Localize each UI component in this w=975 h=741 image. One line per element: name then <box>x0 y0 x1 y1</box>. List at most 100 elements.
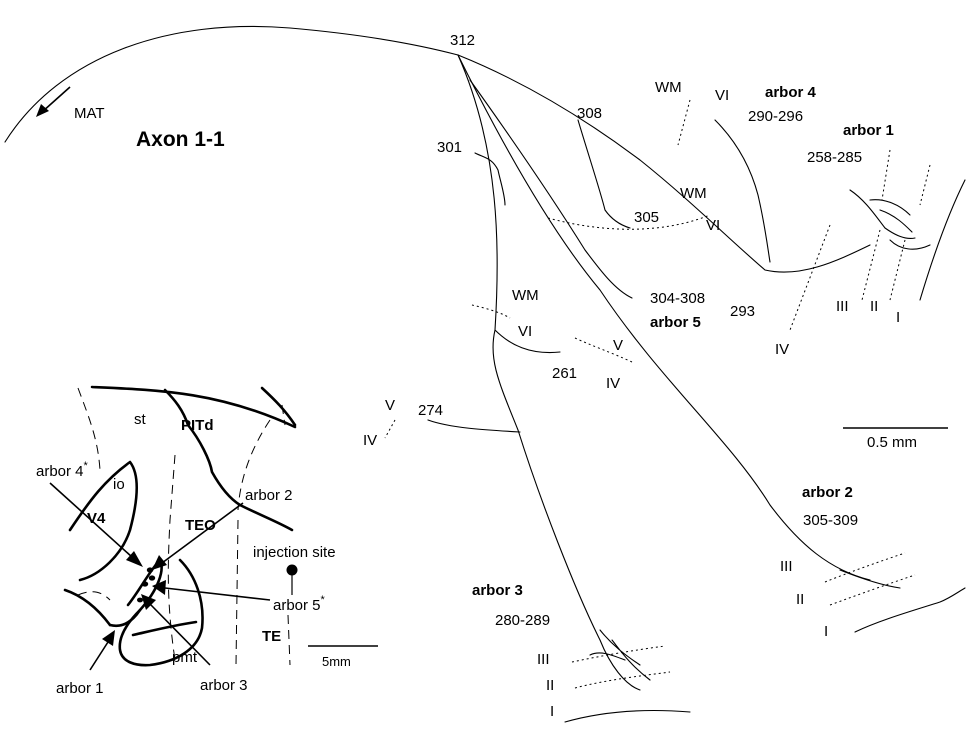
axon-branch-308 <box>577 119 631 229</box>
inset-boundary-v4-left <box>77 387 101 471</box>
axon-arbor3-tuft <box>589 629 651 681</box>
inset-sulcus-inferior-occipital <box>68 460 139 582</box>
boundary-wm-vi-mid <box>547 214 711 230</box>
arrow-arbor4-head <box>126 551 143 567</box>
inset-region-io: io <box>113 476 125 493</box>
mat-arrow-icon <box>36 104 49 117</box>
section-261: 261 <box>552 365 577 382</box>
layer-wm-arbor4: WM <box>655 79 682 96</box>
arrow-arbor1-head <box>102 630 115 646</box>
layer-iv-arbor1: IV <box>775 341 789 358</box>
section-293: 293 <box>730 303 755 320</box>
layer-iv-left: IV <box>606 375 620 392</box>
inset-region-pitd: PITd <box>181 417 214 434</box>
layer-iii-arbor1: III <box>836 298 849 315</box>
inset-label-arbor3: arbor 3 <box>200 677 248 694</box>
inset-region-teo: TEO <box>185 517 216 534</box>
inset-sulcus-pmt-inner <box>131 620 198 637</box>
inset-boundary-pitd <box>281 404 286 426</box>
boundary-arbor3-iii <box>571 645 666 663</box>
boundary-arbor1-iv <box>789 224 831 331</box>
inset-sulcus-pmt <box>118 558 204 667</box>
inset-region-te: TE <box>262 628 281 645</box>
inset-label-injection-site: injection site <box>253 544 336 561</box>
boundary-arbor1-iii <box>861 229 881 301</box>
arbor1-name: arbor 1 <box>843 122 894 139</box>
layer-vi-mid: VI <box>706 217 720 234</box>
boundary-arbor2-iii <box>824 552 906 583</box>
inset-boundary-bottom-left <box>77 591 111 601</box>
arrow-arbor2-head <box>152 555 167 570</box>
arrow-arbor2 <box>161 502 244 564</box>
boundary-arbor1-top <box>881 149 891 201</box>
arbor2-name: arbor 2 <box>802 484 853 501</box>
layer-wm-left: WM <box>512 287 539 304</box>
section-308: 308 <box>577 105 602 122</box>
inset-sulcus-pitd-left <box>163 388 190 427</box>
axon-branch-301 <box>474 152 506 206</box>
inset-label-arbor4: arbor 4* <box>36 460 89 480</box>
arbor4-name: arbor 4 <box>765 84 817 101</box>
inset-arbor-dot-4 <box>137 597 143 603</box>
layer-v-274: V <box>385 397 395 414</box>
axon-arbor2-tuft <box>839 569 901 589</box>
inset-boundary-te <box>235 519 239 666</box>
injection-site-marker <box>286 564 298 576</box>
inset-region-pmt: pmt <box>172 649 198 666</box>
axon-branch-arbor3 <box>457 54 641 691</box>
inset-arbor-dot-3 <box>141 581 149 587</box>
scale-bar-main-label: 0.5 mm <box>867 434 917 451</box>
boundary-arbor1-ii <box>889 239 906 301</box>
layer-iv-274: IV <box>363 432 377 449</box>
axon-branch-arbor5 <box>469 79 633 299</box>
axon-branch-arbor1 <box>457 54 871 273</box>
arbor4-range: 290-296 <box>748 108 803 125</box>
arbor3-range: 280-289 <box>495 612 550 629</box>
section-312: 312 <box>450 32 475 49</box>
arbor3-name: arbor 3 <box>472 582 523 599</box>
section-274: 274 <box>418 402 443 419</box>
section-301: 301 <box>437 139 462 156</box>
layer-iii-arbor2: III <box>780 558 793 575</box>
layer-vi-left: VI <box>518 323 532 340</box>
arrow-arbor3 <box>149 603 211 666</box>
axon-branch-arbor2 <box>457 54 871 581</box>
inset-sulcus-right-top <box>260 386 297 427</box>
boundary-arbor3-ii <box>574 671 671 689</box>
pia-surface-arbor3 <box>564 709 691 723</box>
pia-surface-arbor2 <box>854 587 966 633</box>
inset-region-st: st <box>134 411 147 428</box>
axon-branch-arbor4 <box>714 119 771 263</box>
arrow-arbor5-head <box>152 580 166 595</box>
axon-branch-261 <box>494 329 561 354</box>
axon-main-arc <box>4 25 459 143</box>
boundary-arbor1-right <box>919 164 931 206</box>
arbor2-range: 305-309 <box>803 512 858 529</box>
layer-v-left: V <box>613 337 623 354</box>
layer-boundaries <box>384 99 931 689</box>
inset-label-arbor5: arbor 5* <box>273 594 326 614</box>
inset-sulcus-left-bottom <box>63 588 112 627</box>
layer-i-arbor2: I <box>824 623 828 640</box>
arbor5-name: arbor 5 <box>650 314 701 331</box>
axon-branch-274 <box>427 419 521 433</box>
arrow-arbor5 <box>164 587 271 601</box>
boundary-wm-vi-arbor4 <box>677 99 691 146</box>
layer-wm-mid: WM <box>680 185 707 202</box>
inset-region-v4: V4 <box>87 510 106 527</box>
layer-ii-arbor2: II <box>796 591 804 608</box>
arbor5-range: 304-308 <box>650 290 705 307</box>
inset-arbor-dot-1 <box>146 567 154 573</box>
boundary-arbor2-ii <box>829 574 916 606</box>
inset-brain-map: st PITd io V4 TEO TE pmt arbor 4* arbor … <box>36 385 378 697</box>
figure-title: Axon 1-1 <box>136 128 225 151</box>
section-305: 305 <box>634 209 659 226</box>
layer-iii-arbor3: III <box>537 651 550 668</box>
inset-boundary-right <box>287 614 291 666</box>
arrow-arbor1 <box>89 641 109 671</box>
mat-label: MAT <box>74 105 105 122</box>
layer-vi-arbor4: VI <box>715 87 729 104</box>
inset-arrows <box>49 482 271 671</box>
